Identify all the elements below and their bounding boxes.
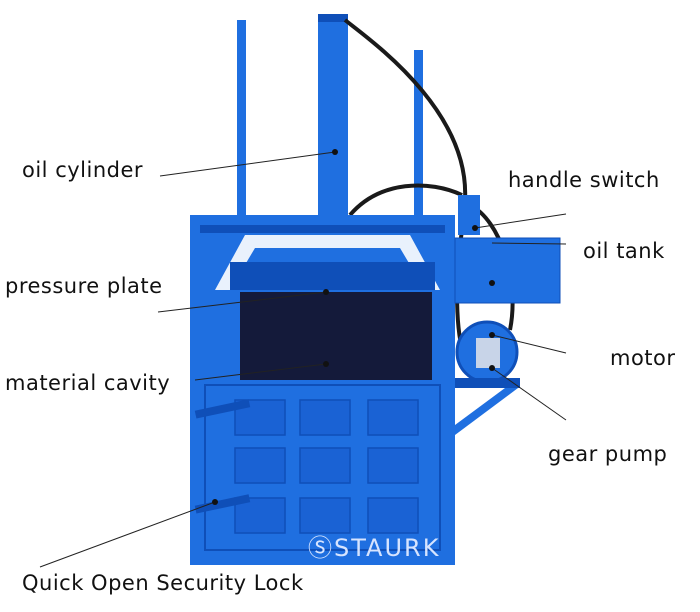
leader-lines	[39, 151, 567, 568]
watermark-logo: ⓈSTAURK	[308, 536, 440, 560]
label-pressure-plate: pressure plate	[5, 274, 163, 298]
lock-handle-bottom	[194, 494, 251, 514]
label-security-lock: Quick Open Security Lock	[22, 571, 304, 595]
label-oil-cylinder: oil cylinder	[22, 158, 144, 182]
pressure-plate-shape	[230, 262, 435, 274]
pressure-plate-ribs	[230, 274, 435, 290]
oil-cylinder-shape	[318, 14, 348, 219]
gear-pump-shape	[476, 338, 500, 368]
label-oil-tank: oil tank	[583, 239, 665, 263]
handle-switch-shape	[458, 195, 480, 235]
watermark-text: STAURK	[334, 534, 441, 562]
guide-rod-right	[414, 50, 423, 220]
label-motor: motor	[610, 346, 676, 370]
lock-handle-top	[194, 399, 251, 419]
support-brace	[455, 388, 518, 435]
leader-dots	[212, 149, 495, 505]
label-material-cavity: material cavity	[5, 371, 171, 395]
material-cavity-shape	[240, 292, 432, 380]
guide-rod-left	[237, 20, 246, 220]
watermark-s-icon: Ⓢ	[308, 534, 334, 562]
label-handle-switch: handle switch	[508, 168, 660, 192]
oil-tank-shape	[454, 237, 561, 304]
label-gear-pump: gear pump	[548, 442, 668, 466]
